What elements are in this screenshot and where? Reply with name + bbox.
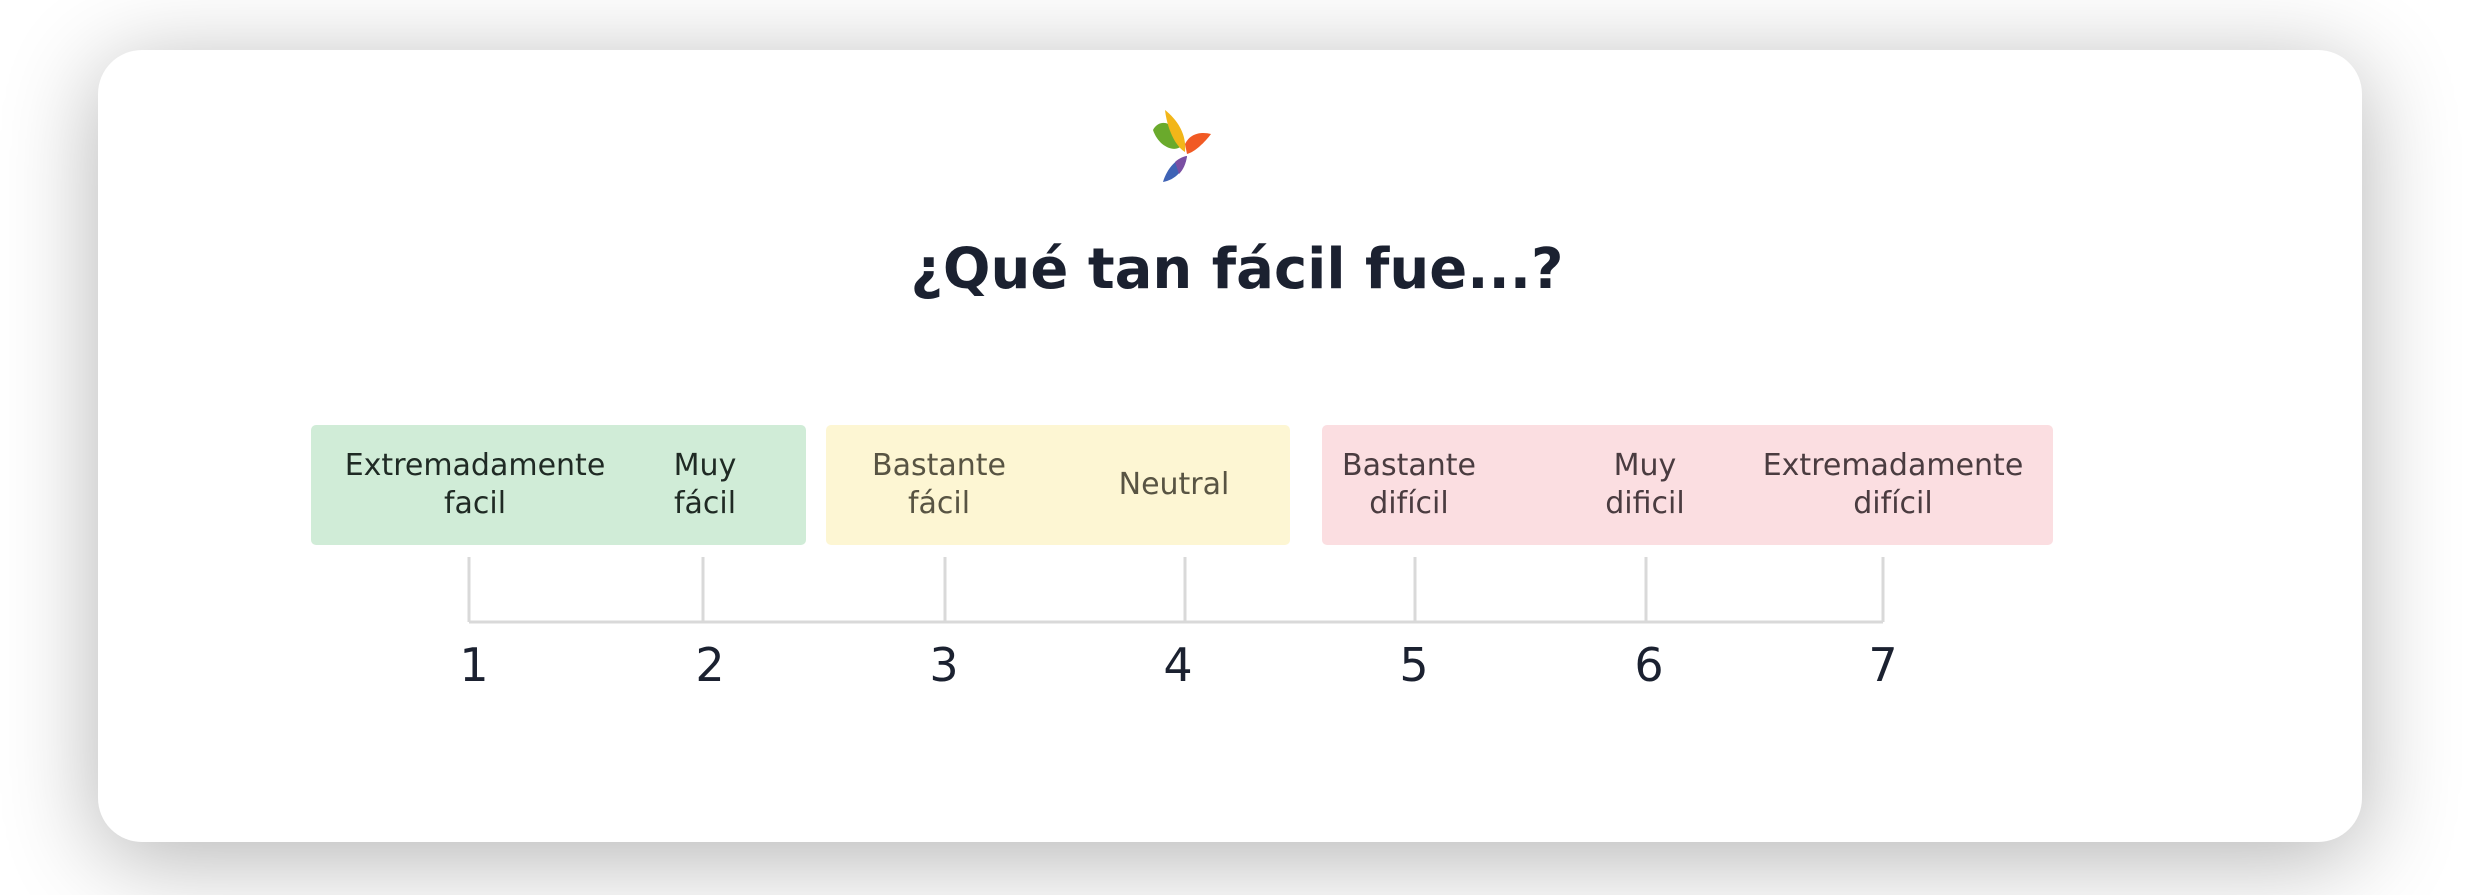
- scale-label-2: Muy fácil: [673, 448, 737, 521]
- scale-number-7: 7: [1868, 638, 1898, 692]
- scale-number-5: 5: [1399, 638, 1429, 692]
- scale-label-7: Extremadamente difícil: [1762, 448, 2024, 521]
- easy-band: [311, 425, 806, 545]
- hard-band: [1322, 425, 2053, 545]
- page-title: ¿Qué tan fácil fue...?: [910, 237, 1564, 302]
- scale-label-1: Extremadamente facil: [344, 448, 606, 521]
- scale-label-3: Bastante fácil: [872, 448, 1006, 521]
- scale-number-6: 6: [1634, 638, 1664, 692]
- scale-number-1: 1: [459, 638, 489, 692]
- scale-number-2: 2: [695, 638, 725, 692]
- bird-logo-icon: [1153, 110, 1211, 182]
- scale-label-6: Muy dificil: [1605, 448, 1685, 521]
- neutral-band: [826, 425, 1290, 545]
- scale-number-3: 3: [929, 638, 959, 692]
- scale-number-4: 4: [1163, 638, 1193, 692]
- scale-label-4: Neutral: [1118, 467, 1230, 502]
- scale-label-5: Bastante difícil: [1342, 448, 1476, 521]
